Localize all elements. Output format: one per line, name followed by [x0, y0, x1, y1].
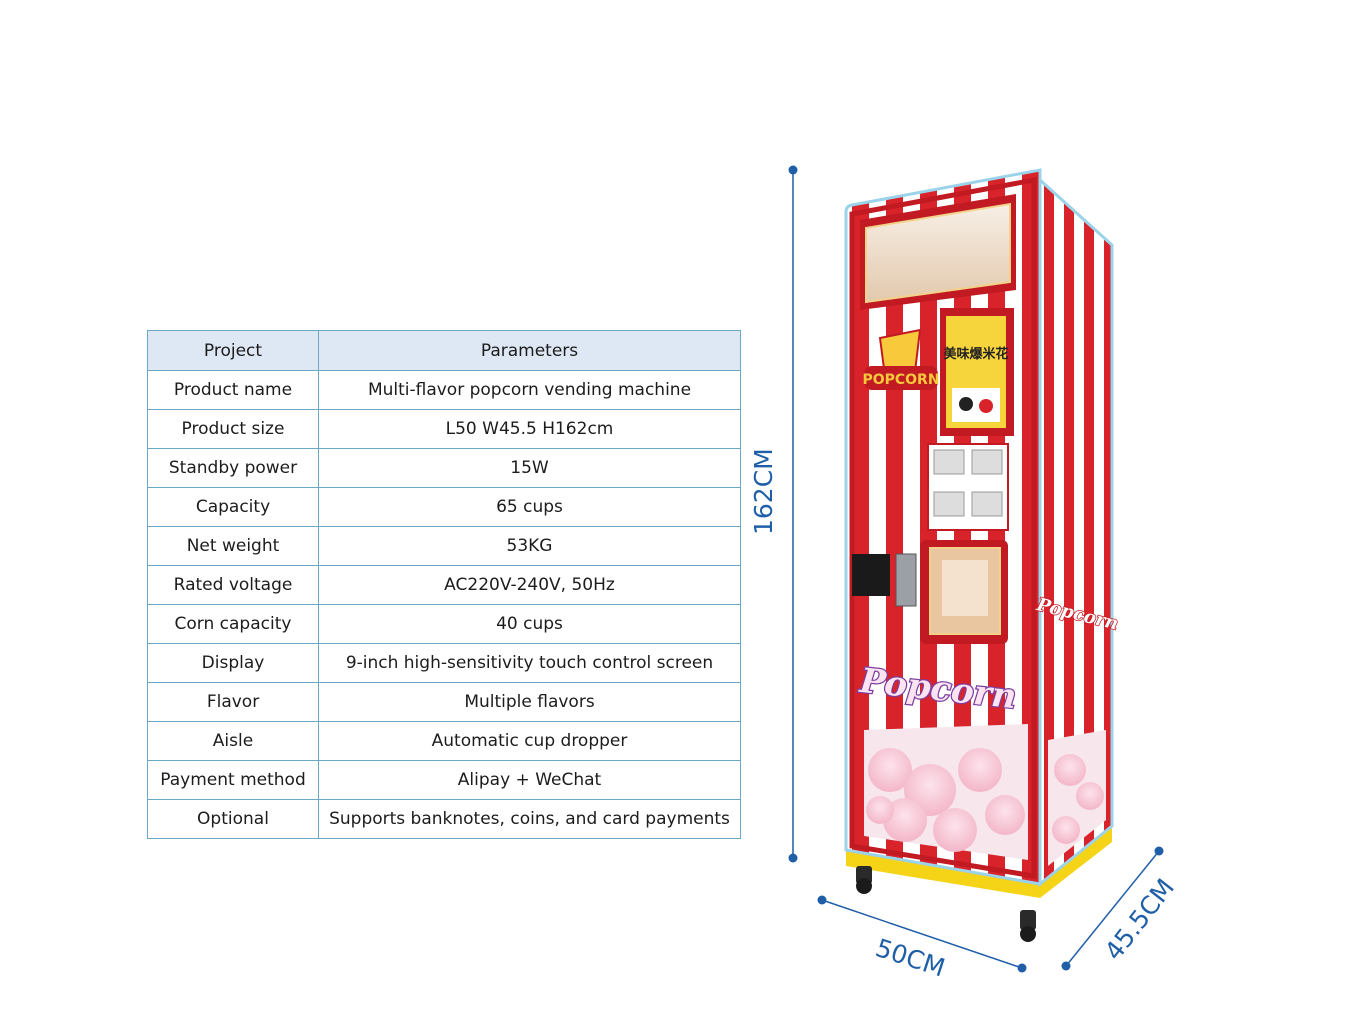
table-row: Display 9-inch high-sensitivity touch co… [147, 643, 741, 683]
table-row: Corn capacity 40 cups [147, 604, 741, 644]
row-label: Optional [147, 799, 319, 839]
table-row: Payment method Alipay + WeChat [147, 760, 741, 800]
width-dimension: 50CM [817, 895, 1027, 983]
table-row: Capacity 65 cups [147, 487, 741, 527]
header-project: Project [147, 330, 319, 371]
row-value: 65 cups [318, 487, 741, 527]
row-label: Standby power [147, 448, 319, 488]
table-header-row: Project Parameters [147, 330, 741, 371]
depth-label: 45.5CM [1099, 873, 1180, 965]
vending-machine: POPCORN 美味爆米花 [844, 168, 1121, 942]
table-row: Flavor Multiple flavors [147, 682, 741, 722]
row-label: Net weight [147, 526, 319, 566]
popcorn-artwork [864, 724, 1028, 860]
bill-acceptor [852, 553, 917, 607]
popcorn-logo-text: POPCORN [862, 372, 939, 388]
wheel-icon [856, 866, 872, 894]
table-row: Net weight 53KG [147, 526, 741, 566]
table-row: Rated voltage AC220V-240V, 50Hz [147, 565, 741, 605]
height-label: 162CM [749, 448, 778, 535]
table-row: Standby power 15W [147, 448, 741, 488]
table-row: Product size L50 W45.5 H162cm [147, 409, 741, 449]
wheel-icon [1020, 910, 1036, 942]
row-label: Product name [147, 370, 319, 410]
table-row: Product name Multi-flavor popcorn vendin… [147, 370, 741, 410]
popcorn-logo: POPCORN [862, 328, 940, 390]
poster-text: 美味爆米花 [943, 346, 1008, 362]
dispenser-window [920, 540, 1008, 644]
row-value: Multi-flavor popcorn vending machine [318, 370, 741, 410]
row-value: Alipay + WeChat [318, 760, 741, 800]
table-row: Optional Supports banknotes, coins, and … [147, 799, 741, 839]
row-value: Supports banknotes, coins, and card paym… [318, 799, 741, 839]
row-label: Flavor [147, 682, 319, 722]
row-value: 15W [318, 448, 741, 488]
row-value: 53KG [318, 526, 741, 566]
header-parameters: Parameters [318, 330, 741, 371]
spec-table: Project Parameters Product name Multi-fl… [147, 330, 741, 839]
row-value: L50 W45.5 H162cm [318, 409, 741, 449]
width-label: 50CM [872, 933, 948, 982]
row-label: Corn capacity [147, 604, 319, 644]
row-label: Capacity [147, 487, 319, 527]
height-dimension: 162CM [749, 165, 798, 863]
row-value: Multiple flavors [318, 682, 741, 722]
row-label: Rated voltage [147, 565, 319, 605]
flavor-selector-panel [927, 443, 1009, 531]
row-value: 40 cups [318, 604, 741, 644]
promo-poster: 美味爆米花 [940, 308, 1014, 436]
row-value: AC220V-240V, 50Hz [318, 565, 741, 605]
